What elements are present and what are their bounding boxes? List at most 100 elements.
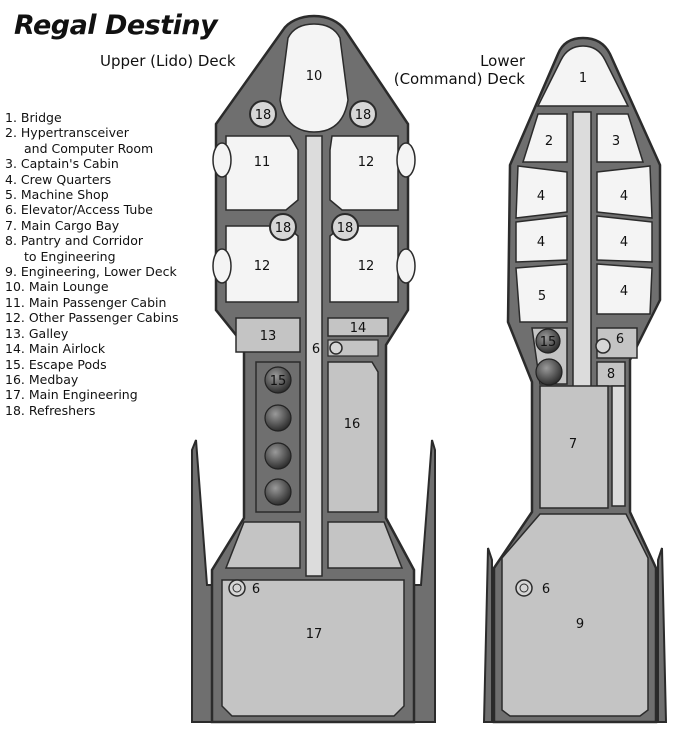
hypertransceiver-room xyxy=(521,113,568,163)
upper-window-3 xyxy=(212,248,232,284)
engineering-lower-room xyxy=(501,513,649,717)
label-cargo-bay: 7 xyxy=(569,437,577,452)
legend-item: 2. Hypertransceiver xyxy=(5,125,129,141)
refresher-3 xyxy=(269,213,297,241)
lower-fin-left xyxy=(482,547,493,723)
legend-item: to Engineering xyxy=(24,248,116,264)
label-pantry: 8 xyxy=(607,367,615,382)
label-lower-escape-pod: 15 xyxy=(540,335,557,350)
legend-item: and Computer Room xyxy=(24,140,154,156)
label-crew-5: 4 xyxy=(620,284,628,299)
label-crew-2: 4 xyxy=(620,189,628,204)
refresher-4 xyxy=(331,213,359,241)
label-lounge: 10 xyxy=(306,69,323,84)
legend-item: 11. Main Passenger Cabin xyxy=(5,294,167,310)
escape-pod-1 xyxy=(264,366,292,394)
upper-aft-left-room xyxy=(224,521,301,569)
legend-item: 8. Pantry and Corridor xyxy=(5,233,143,249)
legend-item: 6. Elevator/Access Tube xyxy=(5,202,153,218)
legend-item: 4. Crew Quarters xyxy=(5,171,112,187)
crew-quarters-4 xyxy=(596,215,653,263)
crew-quarters-1 xyxy=(515,165,568,219)
lower-escape-pod-1 xyxy=(535,328,561,354)
lower-deck-label: Lower (Command) Deck xyxy=(385,52,525,88)
engineering-elevator-upper-inner xyxy=(232,583,242,593)
label-escape-pods: 15 xyxy=(270,374,287,389)
label-engine-elevator-lower: 6 xyxy=(542,582,550,597)
airlock-room xyxy=(327,317,389,337)
upper-window-1 xyxy=(212,142,232,178)
legend-item: 7. Main Cargo Bay xyxy=(5,217,120,233)
legend-item: 3. Captain's Cabin xyxy=(5,156,119,172)
medbay-room xyxy=(327,361,379,513)
legend-item: 17. Main Engineering xyxy=(5,387,138,403)
crew-quarters-3 xyxy=(515,215,568,263)
label-engineering-lower: 9 xyxy=(576,617,584,632)
upper-deck: 10 11 12 12 12 18 18 18 18 13 14 6 15 16… xyxy=(191,14,436,724)
label-machine-shop: 5 xyxy=(538,289,546,304)
upper-fin-right xyxy=(413,439,436,723)
upper-fin-left xyxy=(191,439,215,723)
label-engine-elevator: 6 xyxy=(252,582,260,597)
upper-window-4 xyxy=(396,248,416,284)
refresher-1 xyxy=(249,100,277,128)
cabin-lower-right-room xyxy=(329,225,399,303)
main-lounge-room xyxy=(279,23,349,133)
refresher-2 xyxy=(349,100,377,128)
cargo-bay-room xyxy=(539,385,609,509)
upper-aft-right-room xyxy=(327,521,404,569)
bridge-room xyxy=(536,45,630,107)
label-refresher-1: 18 xyxy=(255,108,272,123)
label-airlock: 14 xyxy=(350,321,367,336)
escape-pod-2 xyxy=(264,404,292,432)
label-hypertransceiver: 2 xyxy=(545,134,553,149)
lower-deck-label-line2: (Command) Deck xyxy=(393,70,525,88)
escape-pod-3 xyxy=(264,442,292,470)
crew-quarters-2 xyxy=(596,165,653,219)
upper-elevator xyxy=(329,341,343,355)
legend-item: 5. Machine Shop xyxy=(5,187,109,203)
label-captains-cabin: 3 xyxy=(612,134,620,149)
label-crew-4: 4 xyxy=(620,235,628,250)
legend-item: 10. Main Lounge xyxy=(5,279,109,295)
engineering-elevator-lower xyxy=(515,579,533,597)
label-main-cabin: 11 xyxy=(254,155,271,170)
label-crew-1: 4 xyxy=(537,189,545,204)
lower-deck-label-line1: Lower xyxy=(480,52,525,70)
label-bridge: 1 xyxy=(579,71,587,86)
legend-item: 15. Escape Pods xyxy=(5,356,107,372)
label-main-engineering: 17 xyxy=(306,627,323,642)
crew-quarters-5 xyxy=(596,263,653,315)
machine-shop-room xyxy=(515,263,568,323)
galley-room xyxy=(235,317,301,353)
label-upper-elevator: 6 xyxy=(312,342,320,357)
label-refresher-3: 18 xyxy=(275,221,292,236)
legend-item: 9. Engineering, Lower Deck xyxy=(5,264,177,280)
legend-item: 16. Medbay xyxy=(5,371,79,387)
upper-central-corridor xyxy=(305,135,323,577)
legend-item: 12. Other Passenger Cabins xyxy=(5,310,179,326)
legend-item: 14. Main Airlock xyxy=(5,341,106,357)
label-galley: 13 xyxy=(260,329,277,344)
main-cabin-room xyxy=(225,135,299,211)
main-engineering-room xyxy=(221,579,405,717)
escape-pod-4 xyxy=(264,478,292,506)
label-refresher-4: 18 xyxy=(337,221,354,236)
lower-deck: 1 2 3 4 4 4 4 4 5 15 6 8 7 6 9 xyxy=(482,36,668,724)
label-medbay: 16 xyxy=(344,417,361,432)
legend-item: 1. Bridge xyxy=(5,110,62,125)
cabin-upper-right-room xyxy=(329,135,399,211)
captains-cabin-room xyxy=(596,113,645,163)
legend-item: 18. Refreshers xyxy=(5,402,96,418)
upper-window-2 xyxy=(396,142,416,178)
label-cabin-lower-left: 12 xyxy=(254,259,271,274)
engineering-elevator-upper xyxy=(228,579,246,597)
label-refresher-2: 18 xyxy=(355,108,372,123)
pantry-room xyxy=(596,361,626,387)
lower-escape-pod-2 xyxy=(535,358,563,386)
label-cabin-upper-right: 12 xyxy=(358,155,375,170)
diagram-title: Regal Destiny xyxy=(14,10,218,41)
lower-central-corridor xyxy=(572,111,592,391)
